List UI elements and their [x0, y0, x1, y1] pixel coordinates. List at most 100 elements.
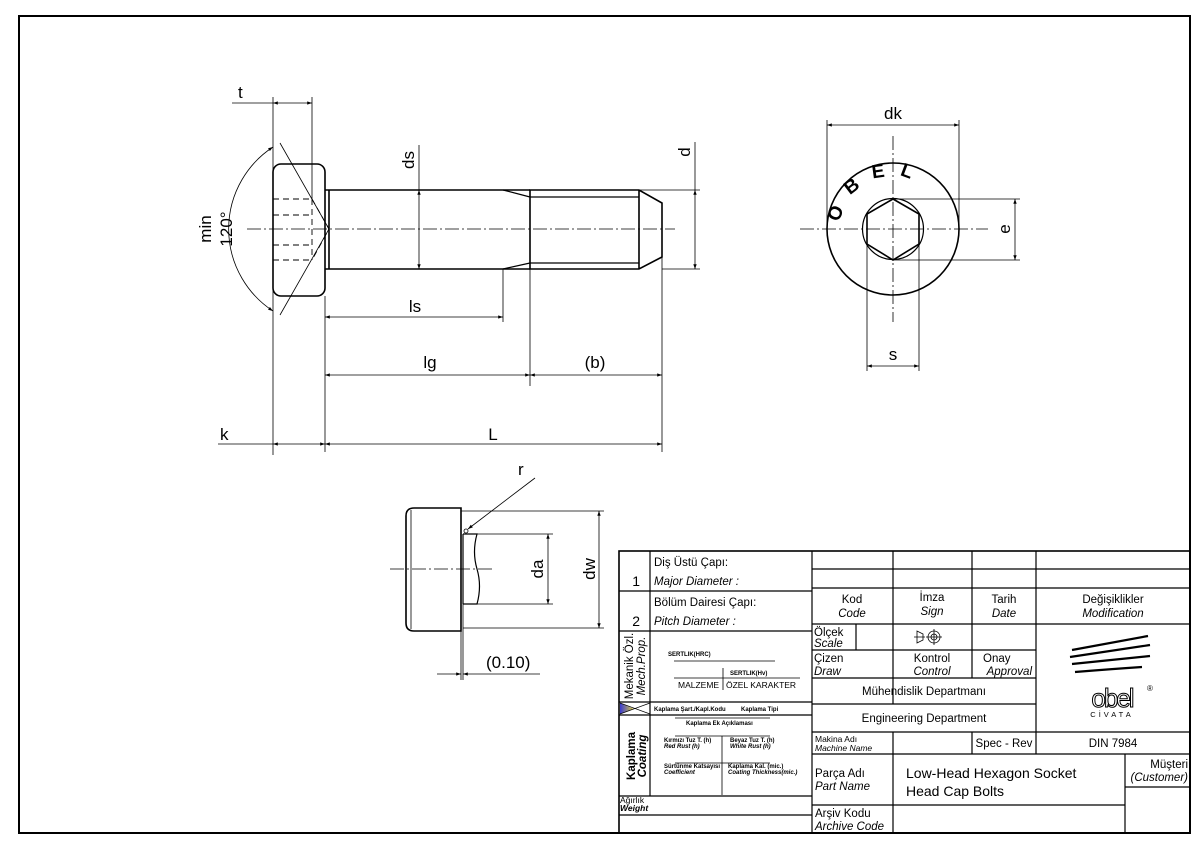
spec-rev-value: DIN 7984 — [1089, 738, 1138, 750]
weight-tr: Ağırlık — [620, 795, 645, 805]
friction-coef-tr: Sürtünme Katsayısı — [664, 764, 720, 770]
sign-tr: İmza — [920, 591, 946, 604]
k-label: k — [220, 425, 229, 444]
drawing-frame — [18, 15, 1191, 834]
weight-en: Weight — [620, 803, 649, 813]
machine-name-tr: Makina Adı — [815, 734, 857, 744]
L-label: L — [488, 425, 497, 444]
control-en: Control — [913, 666, 951, 678]
coating-thickness-en: Coating Thickness(mic.) — [728, 770, 797, 776]
logo-wordmark: obel — [1091, 683, 1133, 713]
t-label: t — [238, 83, 243, 102]
draw-tr: Çizen — [814, 653, 843, 665]
special-char-label: ÖZEL KARAKTER — [726, 680, 796, 690]
red-rust-tr: Kırmızı Tuz T. (h) — [664, 738, 711, 744]
r-leader — [467, 477, 536, 530]
coating-condition-label: Kaplama Şart./Kapl.Kodu — [654, 707, 726, 713]
machine-name-en: Machine Name — [815, 743, 872, 753]
r-label: r — [518, 460, 524, 479]
pitch-diameter-en: Pitch Diameter : — [654, 616, 736, 628]
lg-label: lg — [423, 353, 436, 372]
angle-lines — [279, 142, 330, 316]
d-label: d — [675, 147, 694, 156]
extension-lines — [272, 97, 700, 455]
b-label: (b) — [585, 353, 606, 372]
head-top-view: OBEL dk e s — [800, 104, 1020, 371]
thread-minor-lines — [530, 196, 639, 264]
ls-label: ls — [409, 297, 421, 316]
s-label: s — [889, 345, 898, 364]
logo-registered: ® — [1147, 684, 1153, 693]
thread-section — [529, 189, 663, 270]
coating-lines — [675, 717, 770, 795]
head-profile — [405, 507, 462, 632]
coating-thickness-tr: Kaplama Kal. (mic.) — [728, 764, 783, 770]
date-tr: Tarih — [992, 594, 1017, 606]
extension-lines — [460, 510, 604, 680]
date-en: Date — [992, 608, 1016, 620]
mech-prop-tr: Mekanik Özl. — [624, 633, 636, 699]
coating-en: Coating — [637, 735, 649, 778]
control-tr: Kontrol — [914, 653, 950, 665]
bolt-head — [272, 163, 326, 297]
title-block-border — [618, 550, 1191, 834]
friction-coef-en: Coefficient — [664, 770, 696, 776]
socket-cone-hidden — [311, 198, 330, 261]
scale-tr: Ölçek — [814, 627, 844, 639]
spec-rev-label: Spec - Rev — [976, 738, 1033, 750]
obel-logo: obel ® CİVATA — [1069, 634, 1153, 719]
part-name-tr: Parça Adı — [815, 768, 865, 780]
coating-extra-label: Kaplama Ek Açıklaması — [686, 721, 753, 727]
coating-marker-icon — [620, 703, 634, 714]
customer-en: (Customer) — [1130, 772, 1188, 784]
major-diameter-tr: Diş Üstü Çapı: — [654, 557, 728, 569]
coating-type-label: Kaplama Tipi — [741, 707, 779, 713]
modification-tr: Değişiklikler — [1082, 594, 1144, 606]
white-rust-tr: Beyaz Tuz T. (h) — [730, 738, 775, 744]
code-en: Code — [838, 608, 866, 620]
thread-runout — [502, 189, 531, 270]
r-point — [463, 528, 469, 534]
pitch-diameter-tr: Bölüm Dairesi Çapı: — [654, 597, 756, 609]
hardness-hv: SERTLIK(Hv) — [730, 671, 767, 677]
e-label: e — [995, 224, 1014, 233]
da-label: da — [528, 559, 547, 578]
mark-letter-e: E — [870, 159, 899, 183]
ds-label: ds — [399, 151, 418, 169]
row2-number: 2 — [632, 613, 640, 629]
approval-tr: Onay — [983, 653, 1011, 665]
front-view: min 120° t k L ls lg (b) ds d — [196, 83, 700, 455]
part-name-en: Part Name — [815, 781, 870, 793]
material-label: MALZEME — [678, 680, 719, 690]
title-block-grid — [619, 551, 1190, 833]
extension-lines — [826, 120, 1020, 371]
angle-value-label: 120° — [217, 211, 236, 246]
scale-en: Scale — [814, 638, 843, 650]
red-rust-en: Red Rust (h) — [664, 744, 700, 750]
archive-code-tr: Arşiv Kodu — [815, 808, 871, 820]
cross-icon — [619, 702, 651, 715]
title-block: 1 Diş Üstü Çapı: Major Diameter : 2 Bölü… — [618, 550, 1191, 834]
angle-min-label: min — [196, 215, 215, 242]
draw-en: Draw — [814, 666, 842, 678]
archive-code-en: Archive Code — [814, 821, 884, 833]
part-name-line2: Head Cap Bolts — [906, 783, 1004, 799]
head-side-detail: dw da r (0.10) — [390, 460, 604, 680]
gap-label: (0.10) — [486, 653, 530, 672]
angle-arc — [228, 146, 274, 312]
white-rust-en: White Rust (h) — [730, 744, 771, 750]
dk-label: dk — [884, 104, 902, 123]
dw-label: dw — [580, 557, 599, 579]
mech-prop-en: Mech.Prop. — [636, 637, 648, 696]
row1-number: 1 — [632, 573, 640, 589]
major-diameter-en: Major Diameter : — [654, 576, 739, 588]
part-name-line1: Low-Head Hexagon Socket — [906, 765, 1077, 781]
logo-swooshes — [1069, 634, 1151, 674]
coating-tr: Kaplama — [626, 731, 638, 780]
projection-symbol-icon — [914, 629, 942, 645]
approval-en: Approval — [986, 666, 1033, 678]
mech-lines — [674, 660, 800, 690]
bolt-shank — [325, 189, 530, 270]
logo-subtitle: CİVATA — [1090, 710, 1133, 719]
